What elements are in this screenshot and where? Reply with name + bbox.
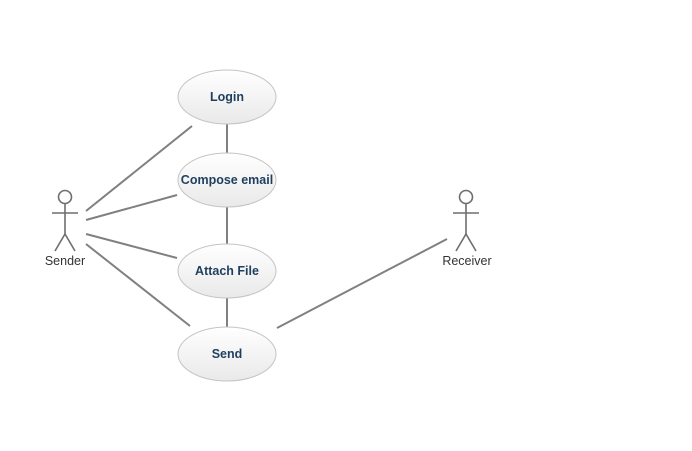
usecase-login[interactable]: Login bbox=[177, 69, 277, 125]
usecase-send[interactable]: Send bbox=[177, 326, 277, 382]
actor-sender-label: Sender bbox=[45, 254, 85, 268]
actor-receiver[interactable]: Receiver bbox=[442, 189, 492, 269]
usecase-compose-email[interactable]: Compose email bbox=[177, 152, 277, 208]
usecase-attach-file[interactable]: Attach File bbox=[177, 243, 277, 299]
association-sender-login[interactable] bbox=[85, 125, 193, 212]
actor-sender[interactable]: Sender bbox=[45, 189, 85, 269]
association-sender-attach[interactable] bbox=[85, 233, 178, 259]
actor-receiver-label: Receiver bbox=[442, 254, 491, 268]
usecase-login-label: Login bbox=[210, 90, 244, 104]
usecase-send-label: Send bbox=[212, 347, 243, 361]
association-sender-compose[interactable] bbox=[85, 194, 178, 221]
stick-figure-icon bbox=[52, 189, 78, 252]
associations bbox=[85, 124, 448, 329]
stick-figure-icon bbox=[453, 189, 479, 252]
usecase-compose-email-label: Compose email bbox=[181, 173, 273, 187]
association-receiver-send[interactable] bbox=[276, 238, 448, 329]
association-sender-send[interactable] bbox=[85, 243, 191, 327]
usecase-attach-file-label: Attach File bbox=[195, 264, 259, 278]
